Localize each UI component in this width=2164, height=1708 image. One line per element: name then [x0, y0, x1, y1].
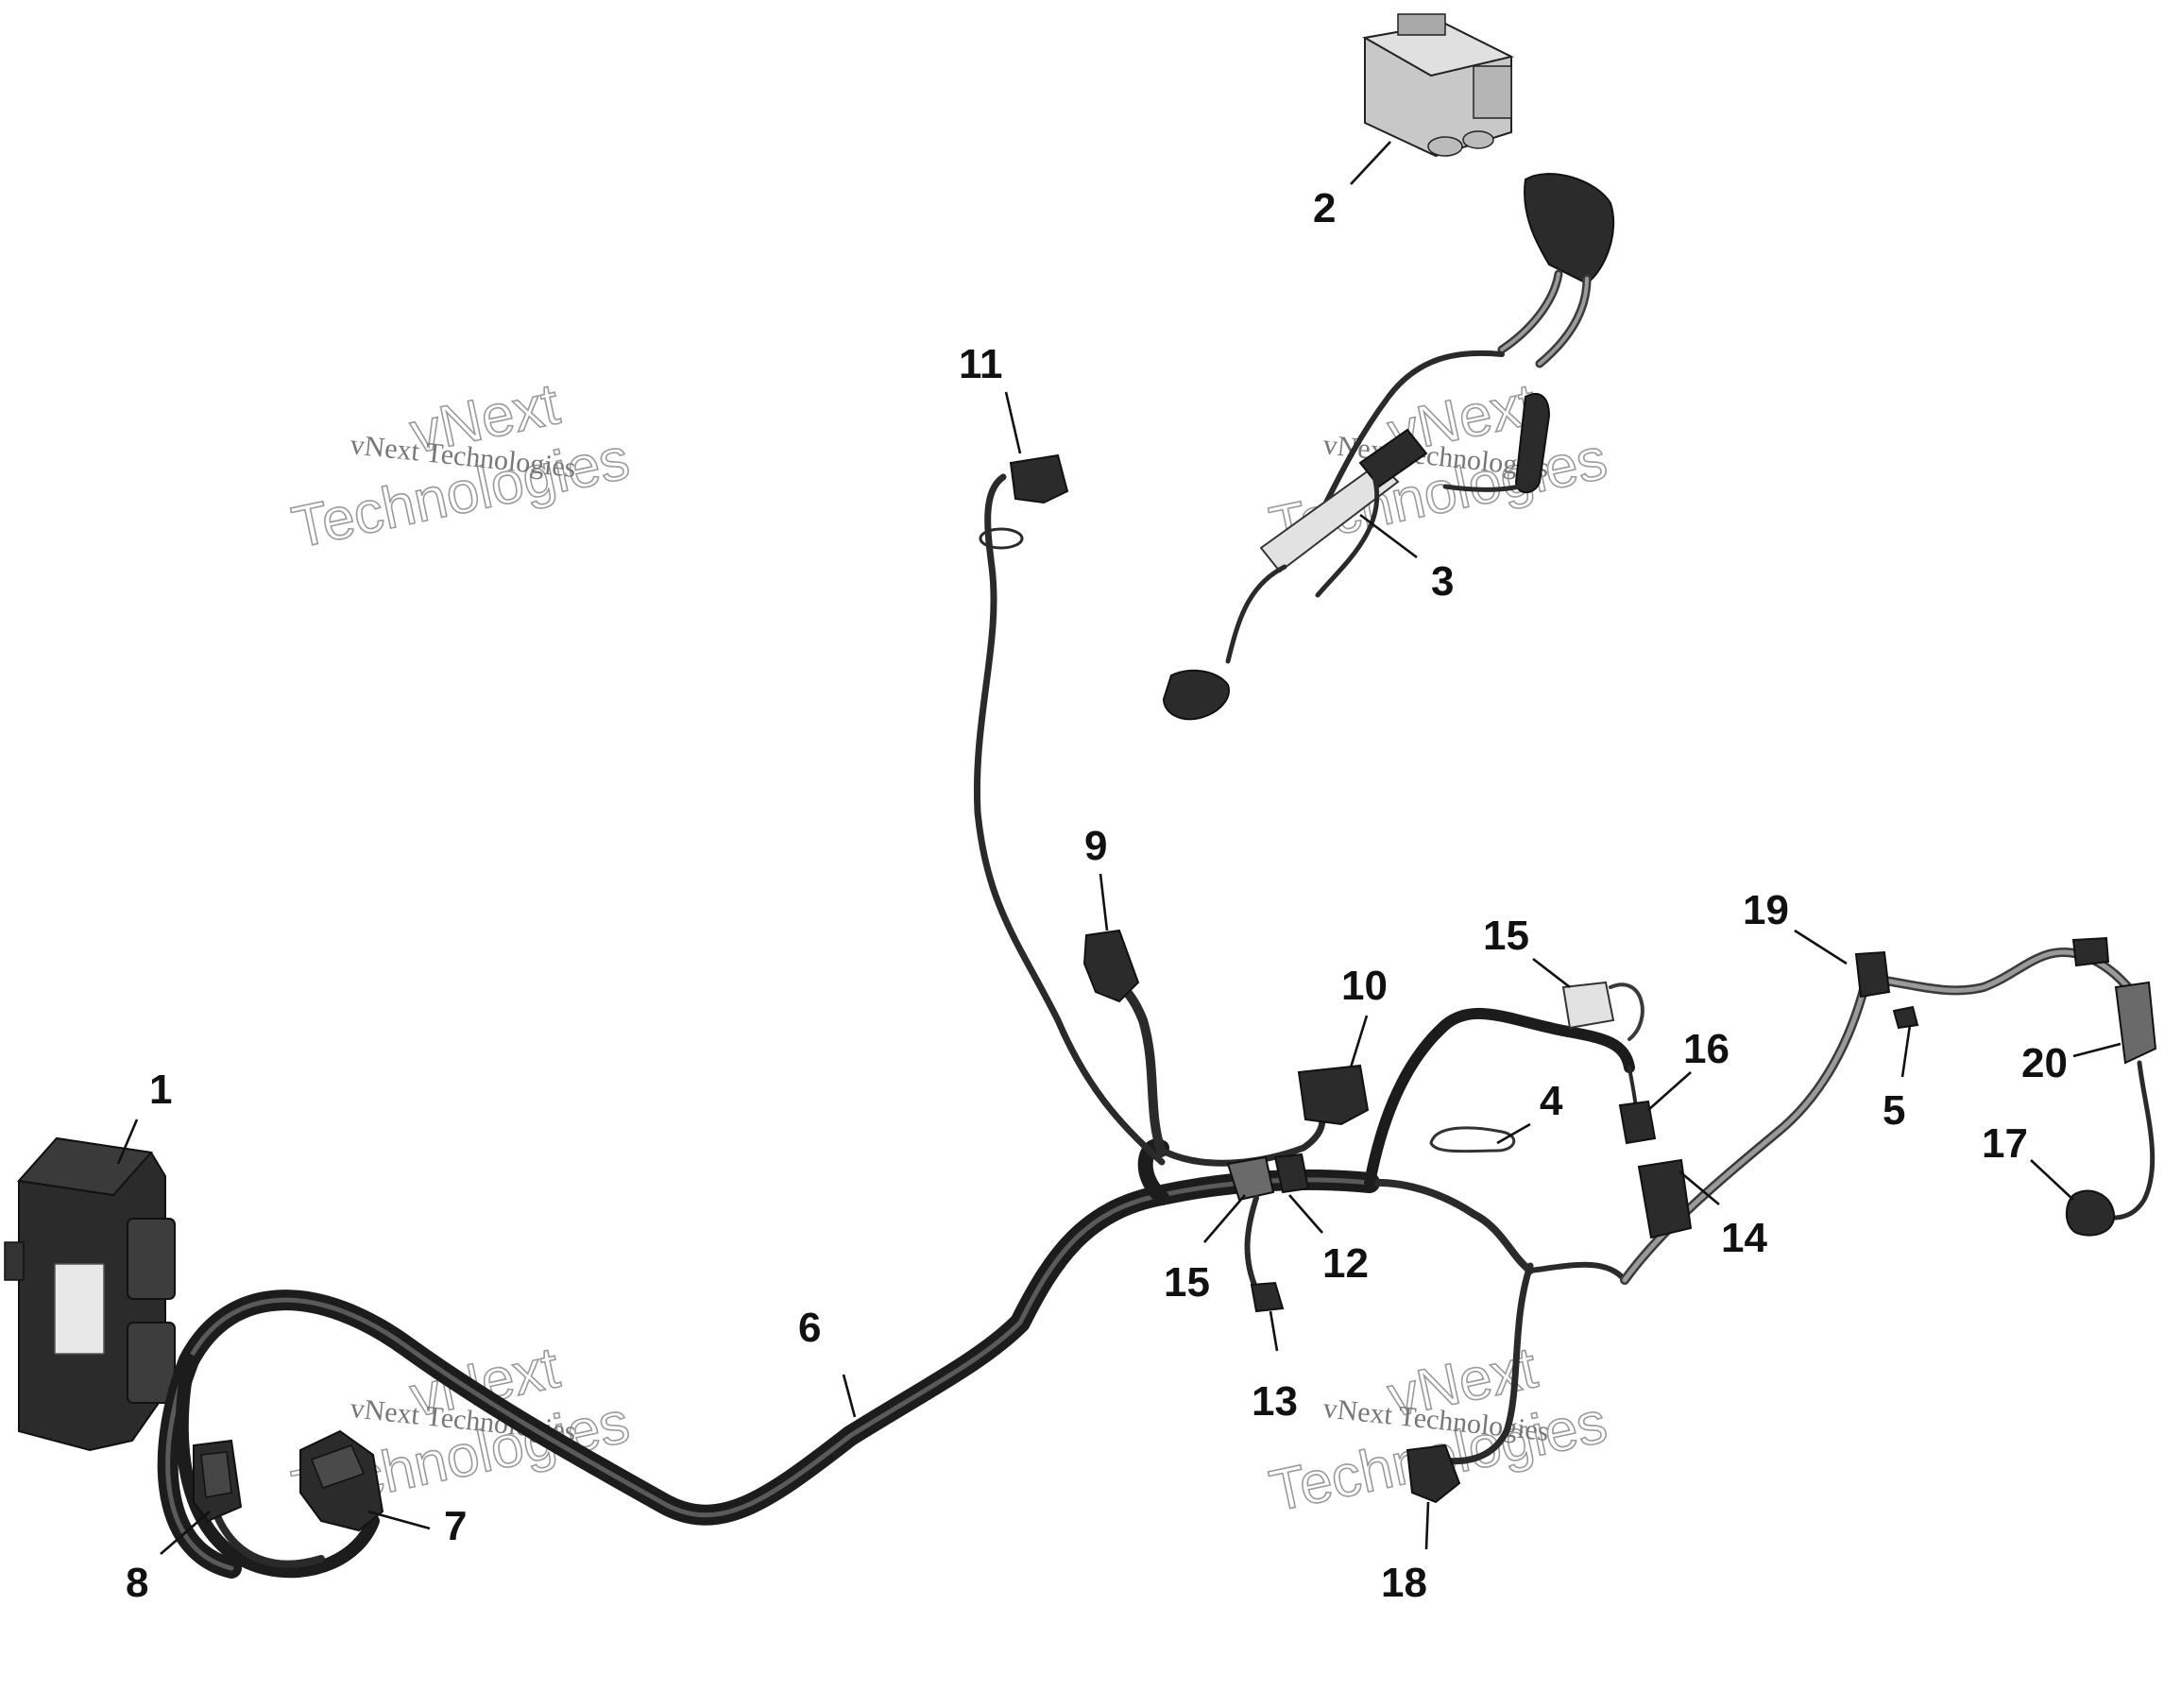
leader-18: [1424, 1501, 1430, 1550]
connector-8: [193, 1439, 243, 1523]
upper-loop-15-16: [1364, 981, 1657, 1188]
main-harness: [157, 1138, 1627, 1579]
branch-wire-10: [1163, 1064, 1370, 1167]
right-branch-14-20: [1620, 936, 2157, 1285]
relay-module-2: [1362, 13, 1514, 158]
leader-17: [2030, 1159, 2074, 1201]
callout-18: 18: [1381, 1560, 1427, 1606]
leader-16: [1647, 1071, 1692, 1111]
leader-6: [842, 1374, 857, 1418]
callout-6: 6: [798, 1305, 821, 1351]
connector-7: [299, 1429, 384, 1532]
leader-14: [1678, 1170, 1720, 1205]
callout-11: 11: [959, 341, 1003, 387]
leader-1: [116, 1119, 139, 1165]
center-connectors-12-15: [1226, 1153, 1310, 1313]
leader-12: [1288, 1194, 1323, 1234]
callout-7: 7: [444, 1503, 467, 1549]
callout-2: 2: [1313, 185, 1336, 231]
callout-12: 12: [1322, 1240, 1369, 1287]
callout-15-upper: 15: [1483, 913, 1529, 959]
callout-14: 14: [1721, 1215, 1767, 1261]
callout-numbers: 1 2 3 4 5 6 7 8 9 10 11 12 13 14 15 15 1…: [126, 185, 2068, 1606]
leader-15b: [1203, 1194, 1246, 1243]
branch-wire-9: [1082, 929, 1167, 1157]
leader-9: [1099, 873, 1109, 931]
ecu-module: [4, 1136, 176, 1452]
callout-13: 13: [1252, 1378, 1298, 1425]
coil-harness-3: [1162, 173, 1615, 721]
callout-10: 10: [1341, 963, 1388, 1009]
callout-3: 3: [1431, 558, 1454, 605]
callout-4: 4: [1540, 1078, 1563, 1124]
branch-wire-11: [973, 453, 1166, 1166]
leader-10: [1349, 1015, 1369, 1068]
leader-2: [1350, 141, 1391, 185]
callout-16: 16: [1683, 1026, 1729, 1072]
leader-7: [367, 1510, 431, 1530]
leader-19: [1794, 929, 1848, 965]
callout-9: 9: [1084, 823, 1107, 869]
callout-8: 8: [126, 1560, 148, 1606]
leader-lines: [116, 141, 2121, 1555]
leader-8: [160, 1511, 211, 1555]
leader-20: [2072, 1042, 2121, 1058]
callout-20: 20: [2021, 1040, 2068, 1086]
leader-5: [1900, 1024, 1912, 1078]
callout-15-lower: 15: [1164, 1259, 1210, 1306]
callout-5: 5: [1883, 1087, 1905, 1134]
leader-15a: [1532, 957, 1571, 989]
leader-11: [1004, 391, 1022, 454]
callout-1: 1: [149, 1067, 172, 1113]
callout-19: 19: [1743, 887, 1789, 933]
callout-17: 17: [1982, 1120, 2028, 1167]
branch-wire-18: [1406, 1262, 1534, 1504]
watermark-top-left: vNext Technologies vNext Technologies: [286, 370, 636, 561]
leader-4: [1496, 1122, 1531, 1145]
leader-3: [1359, 513, 1418, 559]
leader-13: [1269, 1310, 1279, 1352]
